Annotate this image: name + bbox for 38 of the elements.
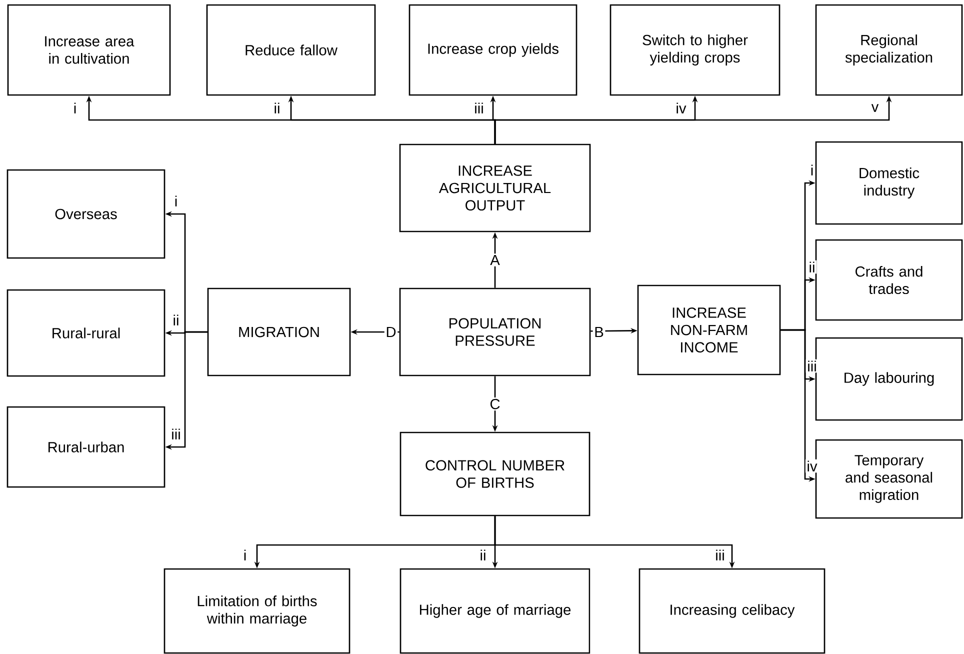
category-box: MIGRATION	[207, 288, 351, 376]
category-box: INCREASE NON-FARM INCOME	[637, 284, 781, 376]
item-box: Overseas	[6, 169, 166, 259]
edge-label: iii	[472, 101, 486, 115]
edge-label: ii	[478, 548, 488, 562]
item-box: Regional specialization	[815, 4, 963, 96]
category-box: INCREASE AGRICULTURAL OUTPUT	[399, 144, 591, 232]
category-box: POPULATION PRESSURE	[399, 288, 591, 376]
edge-label: i	[809, 163, 815, 177]
edge-label: ii	[272, 101, 282, 115]
edge-label: iii	[714, 548, 726, 562]
item-box: Rural-urban	[6, 406, 166, 488]
item-box: Crafts and trades	[815, 239, 963, 321]
item-box: Limitation of births within marriage	[164, 568, 350, 654]
edge-label: i	[242, 548, 248, 562]
item-box: Switch to higher yielding crops	[610, 4, 780, 96]
edge-label: A	[488, 254, 502, 266]
edge-label: iii	[170, 427, 182, 441]
edge-label: iii	[806, 359, 818, 373]
category-box: CONTROL NUMBER OF BIRTHS	[400, 432, 590, 516]
item-box: Reduce fallow	[206, 4, 376, 96]
item-box: Day labouring	[815, 337, 963, 421]
edge-label: C	[488, 397, 502, 411]
edge-label: v	[870, 102, 880, 114]
edge-label: i	[173, 194, 179, 208]
edge-label: iv	[674, 101, 688, 115]
edge-label: i	[72, 101, 78, 115]
item-box: Higher age of marriage	[400, 568, 590, 654]
item-box: Increase crop yields	[408, 4, 578, 96]
edge-label: iv	[805, 459, 819, 473]
edge-label: D	[384, 326, 398, 338]
item-box: Increase area in cultivation	[7, 4, 171, 96]
edge-label: ii	[171, 313, 181, 327]
edge-label: B	[592, 326, 606, 338]
item-box: Increasing celibacy	[638, 568, 826, 654]
item-box: Rural-rural	[6, 289, 166, 377]
edge-label: ii	[807, 260, 817, 274]
item-box: Domestic industry	[815, 141, 963, 225]
